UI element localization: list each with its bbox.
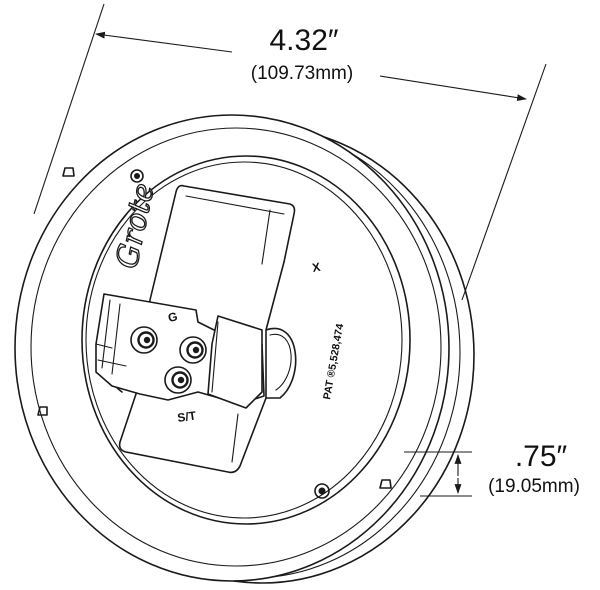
flange-tab	[37, 406, 48, 416]
diameter-inches: 4.32″	[269, 24, 338, 57]
extension-line-right	[461, 63, 547, 301]
position-mark: X	[311, 260, 321, 275]
terminal-stop-tail-post	[164, 366, 192, 394]
flange-tab	[62, 167, 75, 177]
flange-tab	[379, 479, 392, 489]
connector-clip	[207, 315, 263, 409]
ground-terminal-label: G	[167, 309, 179, 325]
mounting-boss-bottom	[314, 483, 330, 499]
housing-curved-wall	[265, 327, 297, 399]
terminal-post-center	[179, 336, 207, 364]
seal-ring-inner	[85, 161, 403, 519]
terminal-housing	[95, 184, 297, 474]
depth-inches: .75″	[515, 440, 568, 473]
flange-inner-edge	[30, 127, 442, 567]
seal-ring-outer	[81, 155, 411, 525]
diameter-arrow-right	[379, 75, 527, 102]
diameter-mm: (109.73mm)	[251, 63, 353, 84]
diameter-arrow-left	[95, 31, 233, 53]
depth-dimension: .75″ (19.05mm)	[404, 440, 580, 497]
stop-tail-terminal-label: S/T	[176, 408, 197, 425]
mounting-boss-top	[130, 169, 144, 183]
extension-line-left	[33, 3, 105, 215]
depth-mm: (19.05mm)	[488, 476, 580, 497]
terminal-ground-post	[130, 326, 158, 354]
diameter-dimension: 4.32″ (109.73mm)	[33, 3, 547, 301]
